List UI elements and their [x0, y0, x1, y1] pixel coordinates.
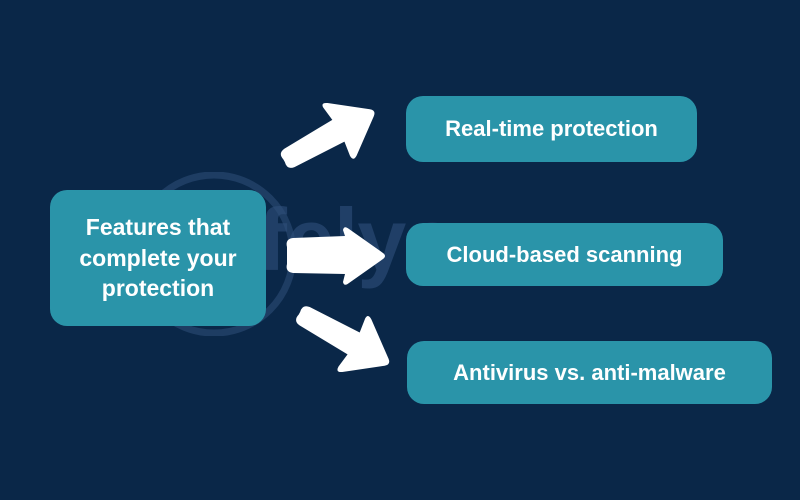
branch-node-2[interactable]: Cloud-based scanning — [406, 223, 723, 286]
branch-node-3-label: Antivirus vs. anti-malware — [453, 359, 726, 385]
root-node-label: Features that complete your protection — [79, 214, 237, 302]
arrow-down-right-icon — [285, 305, 393, 385]
root-node[interactable]: Features that complete your protection — [50, 190, 266, 326]
arrow-right-icon — [283, 227, 387, 285]
branch-node-3[interactable]: Antivirus vs. anti-malware — [407, 341, 772, 404]
branch-node-1-label: Real-time protection — [445, 116, 658, 142]
branch-node-2-label: Cloud-based scanning — [446, 241, 683, 267]
branch-node-1[interactable]: Real-time protection — [406, 96, 697, 162]
arrow-up-right-icon — [278, 102, 386, 184]
